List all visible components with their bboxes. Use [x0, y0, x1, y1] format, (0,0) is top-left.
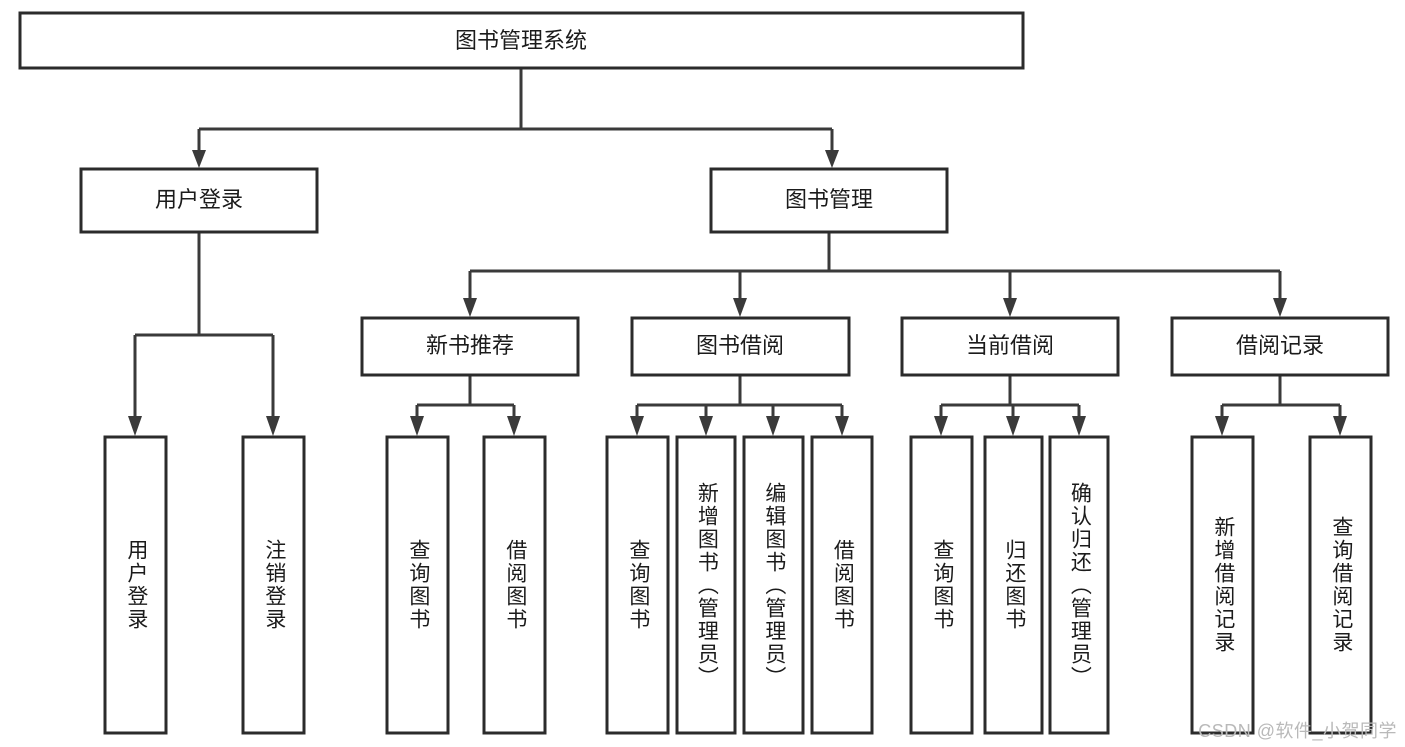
leaf-box-edit-book-admin[interactable] [742, 435, 805, 735]
arrowhead-borrow-leaf4 [835, 416, 849, 436]
leaf-box-borrow-book-newbook[interactable] [482, 435, 547, 735]
node-user-login[interactable]: 用户登录 [79, 167, 319, 234]
node-current-borrow-label: 当前借阅 [966, 333, 1054, 358]
arrowhead-records-leaf2 [1333, 416, 1347, 436]
node-user-login-box[interactable] [79, 167, 319, 234]
node-user-login-label: 用户登录 [155, 187, 243, 212]
arrowhead-current-leaf3 [1072, 416, 1086, 436]
node-root[interactable]: 图书管理系统 [18, 11, 1025, 70]
arrowhead-borrow-leaf3 [766, 416, 780, 436]
leaf-box-query-book-borrow[interactable] [605, 435, 670, 735]
node-new-book-recommend-box[interactable] [360, 316, 580, 377]
arrowhead-borrow-leaf1 [630, 416, 644, 436]
node-book-borrow[interactable]: 图书借阅 [630, 316, 851, 377]
arrowhead-newbook-leaf1 [410, 416, 424, 436]
connector-group-borrow [630, 375, 849, 436]
node-borrow-records-label: 借阅记录 [1236, 333, 1324, 358]
connector-group-root [192, 68, 839, 168]
arrowhead-records-leaf1 [1215, 416, 1229, 436]
leaf-box-borrow-book[interactable] [810, 435, 874, 735]
arrowhead-newbook-leaf2 [507, 416, 521, 436]
node-root-label: 图书管理系统 [455, 28, 587, 53]
leaf-box-add-borrow-record[interactable] [1190, 435, 1255, 735]
node-root-box[interactable] [18, 11, 1025, 70]
arrowhead-to-records [1273, 298, 1287, 317]
arrowhead-to-newbook [463, 298, 477, 317]
node-new-book-recommend-label: 新书推荐 [426, 333, 514, 358]
connector-group-newbook [410, 375, 521, 436]
node-book-management[interactable]: 图书管理 [709, 167, 949, 234]
connector-group-records [1215, 375, 1347, 436]
leaf-box-return-book[interactable] [983, 435, 1044, 735]
arrowhead-root-to-user-login [192, 150, 206, 168]
csdn-watermark: CSDN @软件_小贺同学 [1198, 721, 1397, 741]
arrowhead-userlogin-leaf1 [128, 416, 142, 436]
arrowhead-current-leaf2 [1006, 416, 1020, 436]
leaf-box-confirm-return-admin[interactable] [1048, 435, 1110, 735]
node-book-borrow-box[interactable] [630, 316, 851, 377]
arrowhead-userlogin-leaf2 [266, 416, 280, 436]
node-book-management-label: 图书管理 [785, 187, 873, 212]
arrowhead-current-leaf1 [934, 416, 948, 436]
leaf-box-query-book-current[interactable] [909, 435, 974, 735]
arrowhead-root-to-book-mgmt [825, 150, 839, 168]
connector-group-user-login [128, 232, 280, 436]
leaf-box-user-login[interactable] [103, 435, 168, 735]
leaf-box-query-book-newbook[interactable] [385, 435, 450, 735]
node-new-book-recommend[interactable]: 新书推荐 [360, 316, 580, 377]
arrowhead-to-borrow [733, 298, 747, 317]
leaf-box-query-borrow-record[interactable] [1308, 435, 1373, 735]
leaf-box-logout[interactable] [241, 435, 306, 735]
connector-group-book-mgmt [463, 232, 1287, 317]
node-book-management-box[interactable] [709, 167, 949, 234]
connector-group-current [934, 375, 1086, 436]
arrowhead-borrow-leaf2 [699, 416, 713, 436]
node-book-borrow-label: 图书借阅 [696, 333, 784, 358]
node-current-borrow-box[interactable] [900, 316, 1120, 377]
node-current-borrow[interactable]: 当前借阅 [900, 316, 1120, 377]
leaf-box-add-book-admin[interactable] [675, 435, 737, 735]
leaf-box-group [103, 435, 1373, 735]
node-borrow-records-box[interactable] [1170, 316, 1390, 377]
arrowhead-to-current [1003, 298, 1017, 317]
node-borrow-records[interactable]: 借阅记录 [1170, 316, 1390, 377]
